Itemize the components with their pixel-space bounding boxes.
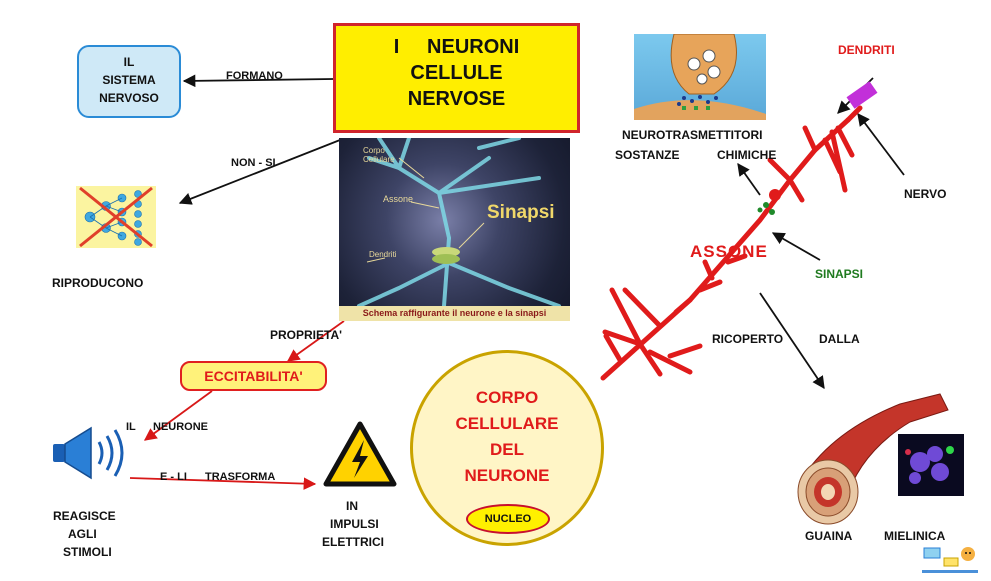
sinapsi-dots-3	[757, 207, 763, 213]
label-impulsi: IMPULSI	[330, 517, 379, 531]
sistema-line-3: NERVOSO	[99, 91, 159, 105]
label-sinapsi: SINAPSI	[815, 267, 864, 281]
eccitabilita-box: ECCITABILITA'	[180, 361, 327, 391]
arrow-nervo	[857, 112, 905, 176]
photo-label-assone: Assone	[383, 194, 414, 204]
nucleo-label: NUCLEO	[484, 513, 532, 525]
arrow-ricoperto	[759, 292, 825, 390]
label-guaina: GUAINA	[805, 529, 853, 543]
corpo-line-2: CELLULARE	[455, 414, 559, 433]
label-agli: AGLI	[68, 527, 97, 541]
label-stimoli: STIMOLI	[63, 545, 112, 559]
corpo-line-1: CORPO	[475, 388, 539, 407]
label-dendriti: DENDRITI	[838, 43, 895, 57]
arrow-neurone	[143, 390, 213, 441]
label-neurone: NEURONE	[153, 421, 209, 433]
label-mielinica: MIELINICA	[884, 529, 946, 543]
arrow-trasforma	[129, 477, 317, 490]
neuron-synapse-photo: Corpo Cellulare Assone Sinapsi Dendriti …	[339, 138, 570, 321]
photo-caption: Schema raffigurante il neurone e la sina…	[339, 306, 570, 321]
corpo-cellulare-circle: CORPO CELLULARE DEL NEURONE	[410, 350, 604, 546]
title-line-2: CELLULE	[410, 62, 503, 84]
sistema-line-2: SISTEMA	[102, 73, 156, 87]
photo-label-dendriti: Dendriti	[369, 250, 397, 259]
title-box: I NEURONI CELLULE NERVOSE	[333, 23, 580, 133]
arrow-non-si	[178, 139, 341, 205]
arrow-proprieta	[286, 320, 345, 362]
label-dalla: DALLA	[819, 332, 860, 346]
arrow-sinapsi-label	[771, 232, 821, 261]
sinapsi-knob	[769, 189, 781, 201]
label-proprieta: PROPRIETA'	[270, 328, 342, 342]
photo-label-sinapsi: Sinapsi	[487, 202, 555, 223]
label-chimiche: CHIMICHE	[717, 148, 777, 162]
cell-division-image	[76, 186, 156, 248]
mascot-logo	[920, 542, 980, 576]
title-line-3: NERVOSE	[407, 88, 506, 110]
sistema-line-1: IL	[123, 55, 135, 69]
nervo-tip	[846, 81, 878, 109]
corpo-line-3: DEL	[490, 440, 524, 459]
sinapsi-dots-2	[769, 209, 775, 215]
label-reagisce: REAGISCE	[53, 509, 116, 523]
corpo-line-4: NEURONE	[464, 466, 550, 485]
sistema-nervoso-box: IL SISTEMA NERVOSO	[77, 45, 181, 118]
label-in: IN	[346, 499, 358, 513]
eccitabilita-label: ECCITABILITA'	[204, 368, 303, 384]
label-ricoperto: RICOPERTO	[712, 332, 784, 346]
label-elettrici: ELETTRICI	[322, 535, 384, 549]
label-trasforma: TRASFORMA	[205, 471, 276, 483]
label-riproducono: RIPRODUCONO	[52, 276, 144, 290]
label-e-li: E - LI	[160, 471, 187, 483]
nucleo-ellipse: NUCLEO	[466, 504, 550, 534]
high-voltage-icon	[322, 420, 398, 490]
label-il: IL	[126, 421, 136, 433]
label-sostanze: SOSTANZE	[615, 148, 680, 162]
label-neurotrasmettitori: NEUROTRASMETTITORI	[622, 128, 763, 142]
red-neuron-drawing	[600, 105, 863, 381]
label-nervo: NERVO	[904, 187, 947, 201]
photo-label-corpo: Corpo Cellulare	[363, 146, 395, 164]
title-line-1: I NEURONI	[393, 36, 520, 58]
synapse-illustration	[634, 34, 766, 120]
arrow-sinapsi-up	[737, 162, 761, 196]
label-non-si: NON - SI	[231, 157, 276, 169]
megaphone-icon	[47, 420, 137, 486]
label-formano: FORMANO	[226, 70, 283, 82]
arrow-formano	[182, 74, 334, 88]
sinapsi-dots-1	[763, 202, 769, 208]
myelin-sheath-illustration	[790, 392, 980, 527]
label-assone: ASSONE	[690, 242, 768, 261]
